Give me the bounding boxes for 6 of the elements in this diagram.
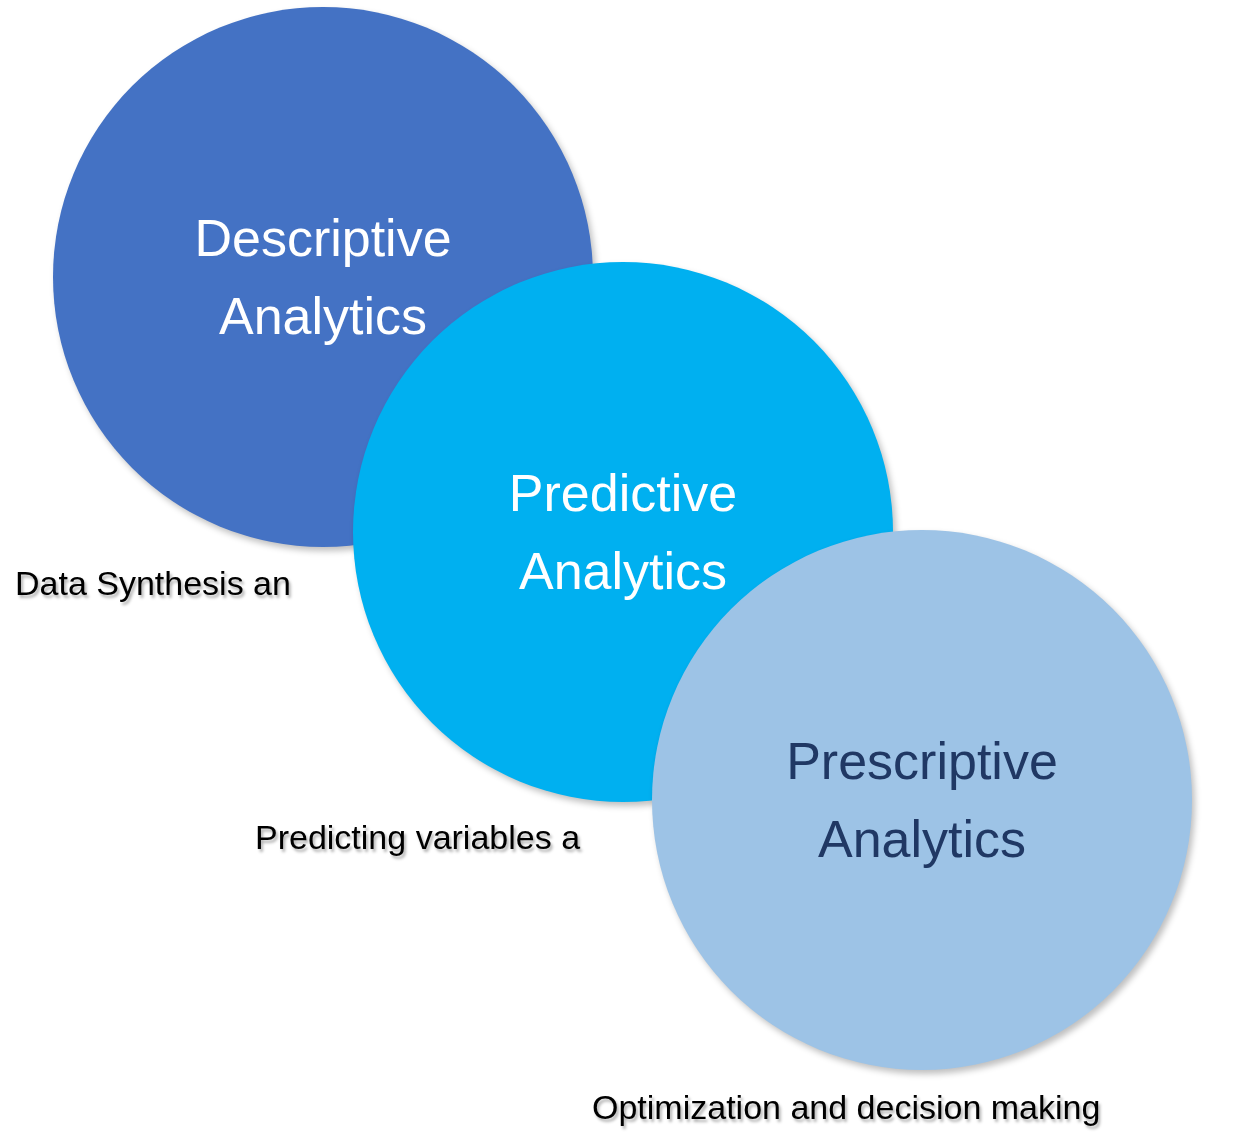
node-label: Data Synthesis an: [15, 564, 291, 603]
circle-title: Descriptive Analytics: [193, 208, 453, 347]
circle-title: Prescriptive Analytics: [785, 731, 1059, 870]
circle-title: Predictive Analytics: [507, 463, 739, 602]
node-label: Predicting variables a: [255, 818, 581, 857]
node-label: Optimization and decision making: [592, 1088, 1101, 1127]
